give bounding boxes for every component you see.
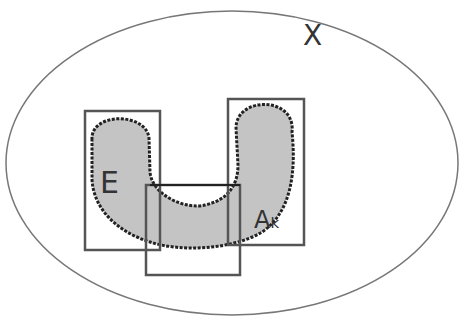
set-label: E	[100, 168, 119, 198]
rectangle-label: Aₖ	[254, 208, 281, 232]
cover-rectangle	[146, 185, 240, 275]
universe-ellipse	[6, 11, 458, 315]
cover-edge	[150, 184, 240, 186]
cover-rectangle	[85, 111, 160, 250]
set-e-region	[92, 104, 293, 248]
set-label: X	[303, 22, 322, 50]
